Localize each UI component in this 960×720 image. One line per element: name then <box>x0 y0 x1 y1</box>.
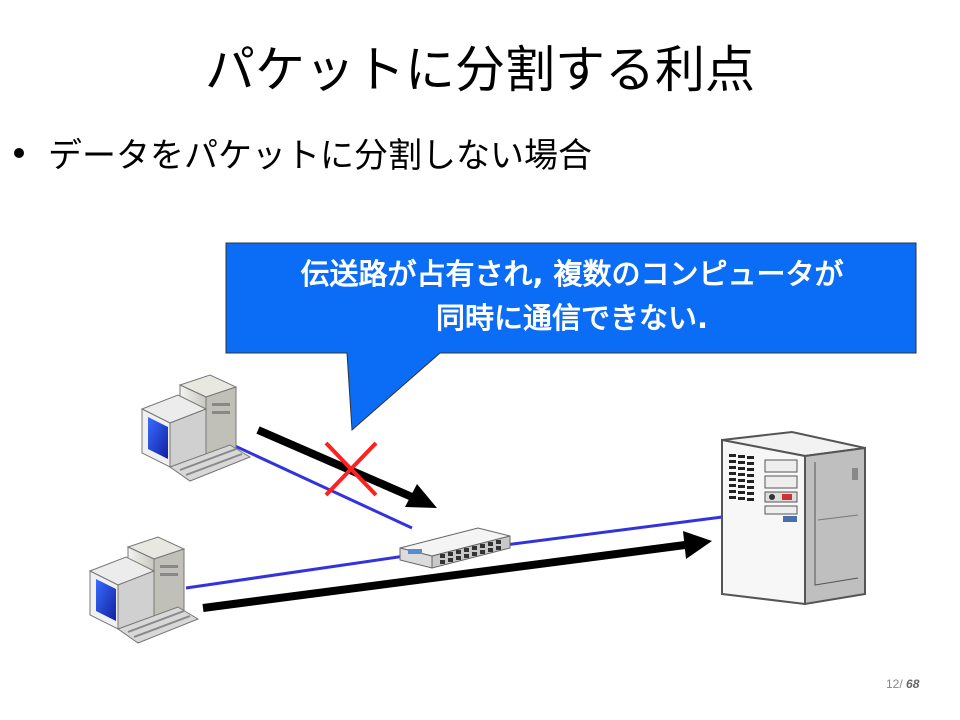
arrow-pc2-to-server <box>202 531 712 612</box>
arrow-pc1-to-switch <box>256 426 437 508</box>
link-pc2-switch <box>185 553 413 590</box>
cross-mark-icon <box>324 441 378 497</box>
page-current: 12 <box>886 677 900 691</box>
callout-line-1: 伝送路が占有され, 複数のコンピュータが <box>300 257 844 291</box>
desktop-computer-icon <box>88 536 200 644</box>
callout-line-2: 同時に通信できない. <box>435 301 709 335</box>
page-separator: / <box>899 677 903 691</box>
desktop-computer-icon <box>140 374 252 482</box>
link-switch-server <box>504 514 731 547</box>
slide-title: パケットに分割する利点 <box>205 41 755 99</box>
bullet-item: データをパケットに分割しない場合 <box>14 128 592 177</box>
callout-text: 伝送路が占有され, 複数のコンピュータが 同時に通信できない. <box>228 252 916 340</box>
bullet-text: データをパケットに分割しない場合 <box>48 136 592 176</box>
tower-server-icon <box>721 430 866 606</box>
bullet-dot <box>14 147 24 158</box>
network-switch-icon <box>399 527 511 569</box>
page-number: 12/ 68 <box>886 677 919 691</box>
link-pc1-switch <box>221 438 413 530</box>
callout-bubble <box>225 242 917 432</box>
page-total: 68 <box>906 677 920 691</box>
